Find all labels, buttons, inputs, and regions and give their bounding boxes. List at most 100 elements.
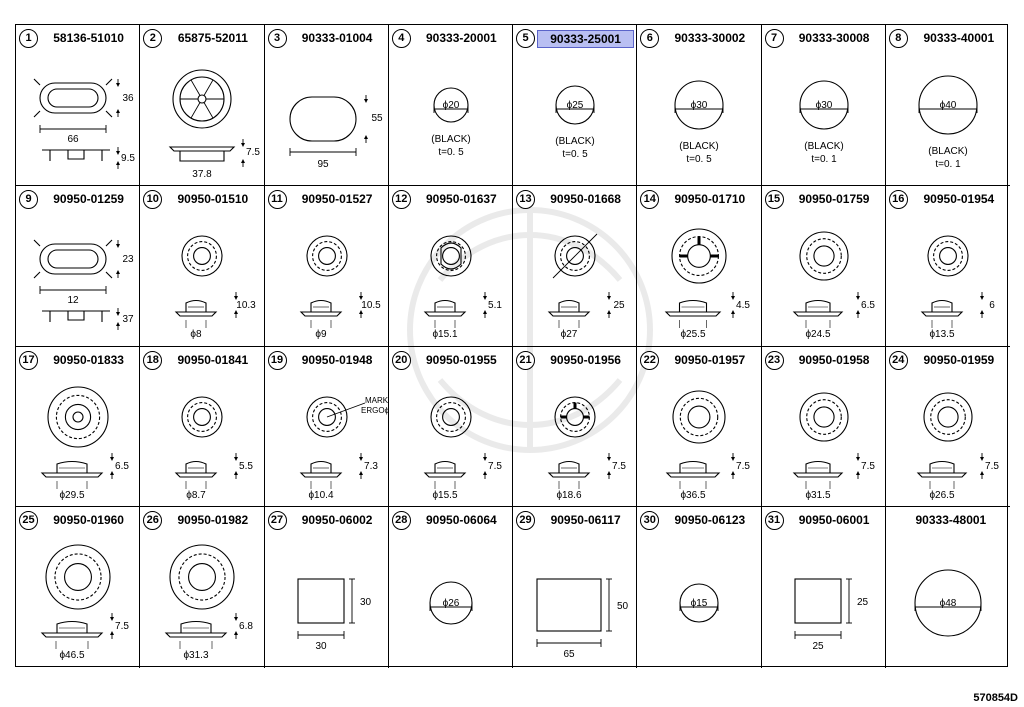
part-number[interactable]: 90950-01510: [177, 191, 249, 206]
part-number[interactable]: 90333-40001: [923, 31, 995, 45]
dim-diameter: ϕ29.5: [59, 490, 85, 501]
dim-depth: 6.5: [861, 300, 875, 311]
dim-width: 65: [563, 649, 575, 660]
part-number[interactable]: 90950-01833: [53, 352, 124, 367]
part-number[interactable]: 90950-01960: [53, 513, 124, 528]
part-number[interactable]: 90333-48001: [915, 513, 987, 528]
dim-depth: 5.1: [488, 300, 502, 311]
part-number[interactable]: 90950-01959: [923, 352, 995, 367]
part-number[interactable]: 90950-01957: [674, 352, 746, 367]
mark-text: ERGOϕ10: [361, 406, 389, 415]
part-number[interactable]: 90950-06001: [798, 513, 870, 528]
dim-height: 55: [371, 113, 383, 124]
dim-width: 66: [67, 134, 79, 145]
dim-depth: 6.5: [115, 461, 129, 472]
part-index-badge: 24: [888, 350, 908, 370]
part-number[interactable]: 90333-30008: [798, 31, 870, 45]
part-number[interactable]: 90950-01958: [798, 352, 870, 367]
dim-depth: 10.3: [237, 300, 257, 311]
part-index-badge: 4: [391, 29, 411, 48]
part-number[interactable]: 90950-01710: [674, 191, 746, 206]
dim-diameter: ϕ36.5: [681, 490, 707, 501]
part-number[interactable]: 90950-06064: [426, 513, 497, 528]
thickness-label: t=0. 1: [935, 159, 961, 170]
dim-depth: 9.5: [121, 153, 135, 164]
part-number[interactable]: 90333-30002: [674, 31, 746, 45]
thickness-label: t=0. 5: [438, 147, 464, 158]
part-number[interactable]: 90333-01004: [301, 31, 373, 45]
part-drawing: 7.537.8: [168, 69, 261, 180]
part-index-badge: 10: [143, 189, 163, 209]
part-number[interactable]: 90950-06123: [674, 513, 746, 528]
dim-depth: 37: [122, 314, 134, 325]
part-index-badge: 26: [143, 511, 163, 531]
part-number[interactable]: 58136-51010: [53, 31, 124, 45]
part-number[interactable]: 90950-01527: [301, 191, 373, 206]
dim-height: 50: [617, 601, 629, 612]
part-number[interactable]: 90950-01259: [53, 191, 124, 206]
part-number[interactable]: 90950-01841: [177, 352, 249, 367]
color-note: (BLACK): [680, 141, 719, 152]
part-number[interactable]: 90333-25001: [537, 30, 635, 48]
diagram-code: 570854D: [973, 692, 1018, 704]
part-number[interactable]: 90950-01955: [426, 352, 497, 367]
part-number[interactable]: 90950-06002: [301, 513, 373, 528]
part-number[interactable]: 90950-01668: [550, 191, 621, 206]
part-index-badge: 22: [640, 350, 660, 370]
part-index-badge: 15: [764, 189, 784, 209]
part-index-badge: 14: [640, 189, 660, 209]
part-index-badge: 8: [888, 29, 908, 48]
part-number[interactable]: 90950-01759: [798, 191, 870, 206]
diameter-label: ϕ25: [567, 100, 584, 111]
part-number[interactable]: 90950-01956: [550, 352, 621, 367]
part-index-badge: 5: [516, 29, 535, 48]
part-number[interactable]: 90950-06117: [550, 513, 621, 528]
part-number[interactable]: 90950-01982: [177, 513, 249, 528]
dim-diameter: ϕ18.6: [556, 490, 582, 501]
part-number[interactable]: 90950-01637: [426, 191, 497, 206]
part-number[interactable]: 65875-52011: [177, 31, 248, 45]
part-index-badge: 27: [267, 511, 287, 531]
part-number[interactable]: 90950-01948: [301, 352, 373, 367]
part-number[interactable]: 90950-01954: [923, 191, 995, 206]
part-number[interactable]: 90333-20001: [426, 31, 497, 45]
thickness-label: t=0. 5: [687, 154, 713, 165]
